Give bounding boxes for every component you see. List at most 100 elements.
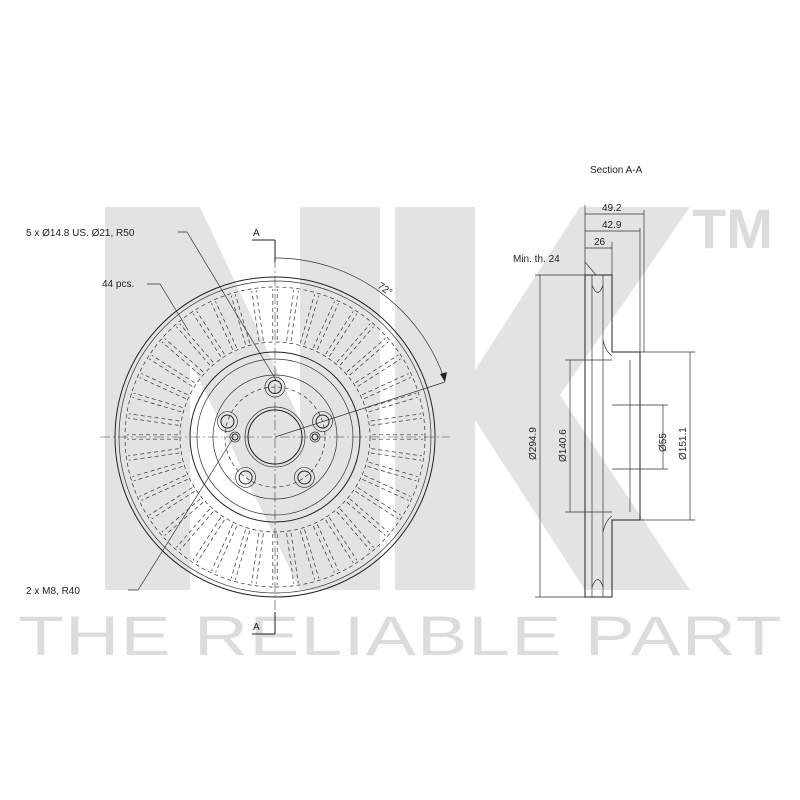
vane-line [132,397,182,413]
bolt-hole [297,470,312,485]
vane-line [304,295,320,345]
vane-line [251,290,260,342]
bolt-hole-counterbore [294,467,315,488]
vane-line [235,294,251,344]
vane-line [149,358,193,387]
vane-line [304,529,320,579]
vane-line [211,524,234,571]
bolt-holes [217,376,333,488]
vane-band-outer [124,286,426,588]
vane-line [255,290,264,341]
vane-line [179,511,214,551]
cooling-vanes [127,289,423,585]
hat-face [212,374,338,500]
bolt-hole-counterbore [312,411,333,432]
vane-line [176,326,211,366]
nk-logo-watermark [105,207,690,590]
vane-line [179,323,214,363]
vane-line [362,373,409,396]
vane-line [364,474,411,497]
vane-line [312,526,335,573]
vane-line [196,311,225,355]
vane-line [290,532,299,584]
vane-line [367,466,417,482]
vane-line [357,358,401,387]
vane-line [286,533,295,584]
disc-outer-edge-inner [118,280,432,594]
vane-line [132,461,182,477]
vane-line [235,530,251,580]
vane-bottom [591,579,604,588]
vane-line [230,295,246,345]
min-thickness-leader [584,261,597,276]
friction-ring-inner-edge [189,351,361,523]
bolt-hole-counterbore [235,467,256,488]
vane-line [164,501,204,536]
vane-line [128,413,180,422]
center-bore [247,409,303,465]
section-marker-top: A [253,228,260,239]
hat-neck-bottom [602,515,613,533]
vane-line [328,313,358,357]
bolt-holes-label: 5 x Ø14.8 US. Ø21, R50 [26,228,135,239]
vane-line [336,511,371,551]
vane-line [325,519,354,563]
vane-line [299,294,315,344]
bolt-hole [220,414,235,429]
vane-line [192,313,222,357]
vane-line [133,392,183,408]
bolt-hole [268,380,282,394]
vane-line [339,326,374,366]
dim-hat-outer-diameter: Ø151.1 [678,427,689,460]
angle-arrow-end [440,372,447,382]
hat-step [196,358,354,516]
dim-hat-height: 42.9 [602,220,622,231]
vane-line [346,338,386,373]
bolt-hole [238,470,253,485]
vane-line [141,373,188,396]
vane-line [355,354,399,384]
angle-leader [274,381,446,438]
vane-line [355,490,399,520]
bolt-holes-leader [178,231,277,381]
vane-line [151,490,195,520]
bolt-hole [315,414,330,429]
vane-line [139,377,186,400]
vane-line [128,452,180,461]
vanes-count-label: 44 pcs. [102,279,134,290]
trademark-watermark: TM [692,197,773,260]
vane-line [286,290,295,341]
min-thickness: Min. th. 24 [513,254,560,265]
center-bore-chamfer [244,406,306,468]
front-view: 72° A A 5 x Ø14.8 US. Ø21, R50 44 pcs. 2… [26,228,450,635]
vane-line [251,532,260,584]
vane-line [141,478,188,501]
vane-line [230,529,246,579]
vane-line [357,487,401,516]
section-marker-bottom: A [253,622,260,633]
thread-holes-label: 2 x M8, R40 [26,586,80,597]
vane-line [316,524,339,571]
vane-line [368,461,418,477]
thread-hole [229,431,241,443]
vane-line [364,377,411,400]
vane-line [370,413,422,422]
angle-arc [274,257,446,382]
vane-line [290,290,299,342]
tagline-watermark: THE RELIABLE PART [18,604,783,667]
bolt-hole-counterbore [264,376,286,398]
vane-line [325,311,354,355]
thread-hole [309,431,321,443]
vane-line [211,303,234,350]
bolt-pitch-circle [224,386,326,488]
thread-holes [229,431,321,443]
vane-line [161,498,201,533]
vane-line [164,338,204,373]
dim-disc-thickness: 26 [594,237,606,248]
thread-hole [231,433,239,441]
vane-line [255,533,264,584]
vane-line [371,417,422,426]
vane-line [299,530,315,580]
disc-outer-edge [114,276,436,598]
